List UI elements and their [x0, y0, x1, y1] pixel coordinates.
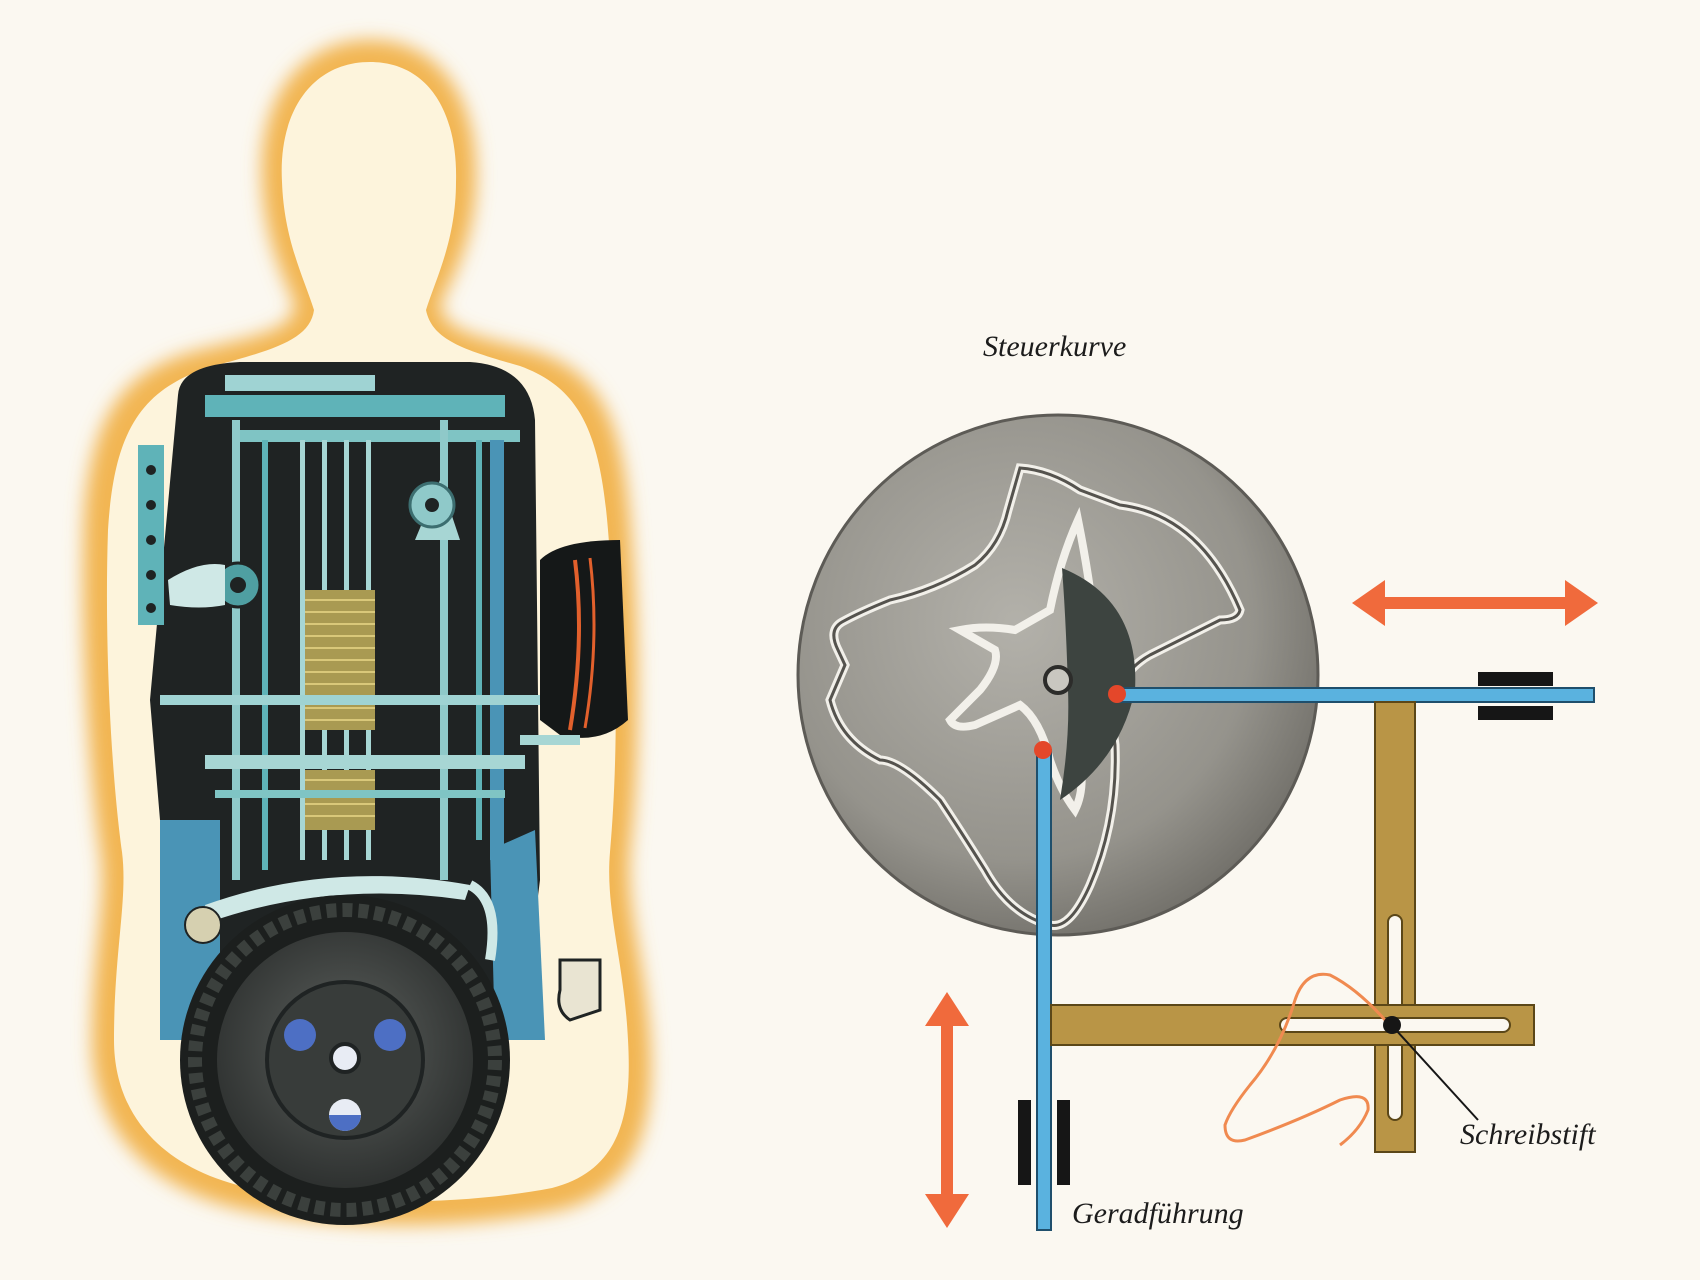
vertical-guide-bearing-left — [1018, 1100, 1031, 1185]
vertical-guide-bearing-right — [1057, 1100, 1070, 1185]
double-arrow-horizontal-icon — [1352, 580, 1598, 626]
cam-hub — [1060, 568, 1136, 800]
label-schreibstift: Schreibstift — [1460, 1118, 1596, 1151]
label-steuerkurve: Steuerkurve — [983, 330, 1127, 363]
vertical-follower-rod — [1036, 749, 1052, 1231]
pen-leader-line — [1395, 1029, 1479, 1121]
horizontal-follower-rod — [1115, 687, 1595, 703]
vertical-slide — [1374, 701, 1416, 1153]
vertical-follower-pivot — [1034, 741, 1052, 759]
cam-disc — [796, 413, 1320, 937]
horizontal-guide-bearing-bottom — [1478, 706, 1553, 720]
cam-mechanism-diagram — [796, 413, 1598, 1231]
mechanism-arm — [540, 540, 628, 738]
pen-point — [1383, 1016, 1401, 1034]
top-plate — [205, 395, 505, 417]
double-arrow-vertical-icon — [925, 992, 969, 1228]
pen-trace — [1223, 972, 1394, 1147]
horizontal-follower-pivot — [1108, 685, 1126, 703]
main-wheel — [180, 895, 510, 1225]
label-geradfuehrung: Geradführung — [1072, 1197, 1244, 1230]
horizontal-guide-bearing-top — [1478, 672, 1553, 686]
automaton-mechanism — [138, 362, 628, 1225]
